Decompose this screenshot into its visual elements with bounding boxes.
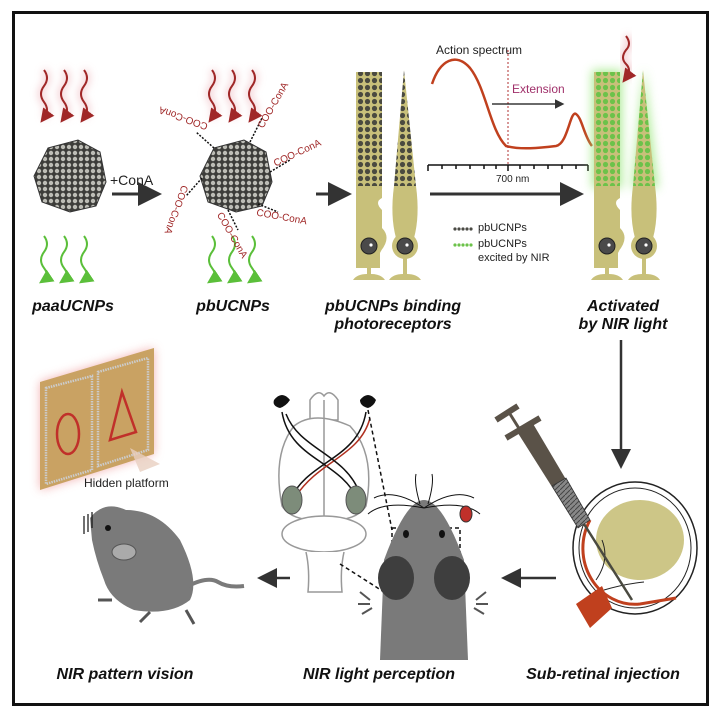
label-paaucnps: paaUCNPs — [32, 298, 114, 315]
axis-label-700nm: 700 nm — [496, 174, 530, 185]
eye-icons — [273, 395, 376, 408]
pb-nanoparticle — [199, 139, 273, 213]
label-binding-line2: photoreceptors — [334, 316, 452, 333]
nir-photon-icon — [620, 34, 637, 83]
label-activated-line2: by NIR light — [578, 316, 668, 333]
hidden-platform-label: Hidden platform — [84, 476, 169, 490]
label-light-perception: NIR light perception — [303, 666, 455, 683]
label-activated-line1: Activated — [586, 298, 660, 315]
label-pattern-vision: NIR pattern vision — [56, 666, 194, 683]
pattern-boards — [40, 348, 160, 490]
legend-item-excited: pbUCNPs — [478, 238, 527, 250]
nir-excitation-waves-pb — [206, 68, 263, 123]
activated-cone — [628, 70, 660, 280]
syringe — [494, 403, 634, 601]
green-emission-waves-pb — [207, 235, 263, 284]
legend-item-pbucnps: pbUCNPs — [478, 222, 527, 234]
triangle-pattern — [108, 387, 138, 442]
circle-pattern — [55, 412, 81, 456]
legend-swatches — [453, 227, 473, 247]
nir-excitation-waves — [38, 68, 95, 123]
conjugation-label: +ConA — [110, 172, 154, 188]
visual-cortex — [281, 485, 367, 515]
spectrum-curve — [430, 58, 594, 150]
label-pbucnps: pbUCNPs — [196, 298, 270, 315]
wavelength-axis — [427, 164, 589, 171]
green-emission-waves — [39, 235, 95, 284]
spectrum-title: Action spectrum — [436, 43, 523, 57]
paa-nanoparticle — [33, 139, 107, 213]
eye-diagram — [572, 481, 698, 628]
mouse-head — [358, 473, 488, 660]
extension-label: Extension — [512, 82, 565, 96]
photoreceptor-rod — [353, 72, 387, 280]
legend-item-excited-line2: excited by NIR — [478, 252, 550, 264]
label-subretinal-injection: Sub-retinal injection — [526, 666, 680, 683]
action-spectrum-plot — [427, 50, 594, 247]
label-binding-line1: pbUCNPs binding — [325, 298, 461, 315]
mouse — [83, 506, 245, 625]
ligand-chains — [185, 117, 291, 231]
photoreceptor-cone — [389, 70, 421, 280]
activated-rod — [591, 72, 625, 280]
